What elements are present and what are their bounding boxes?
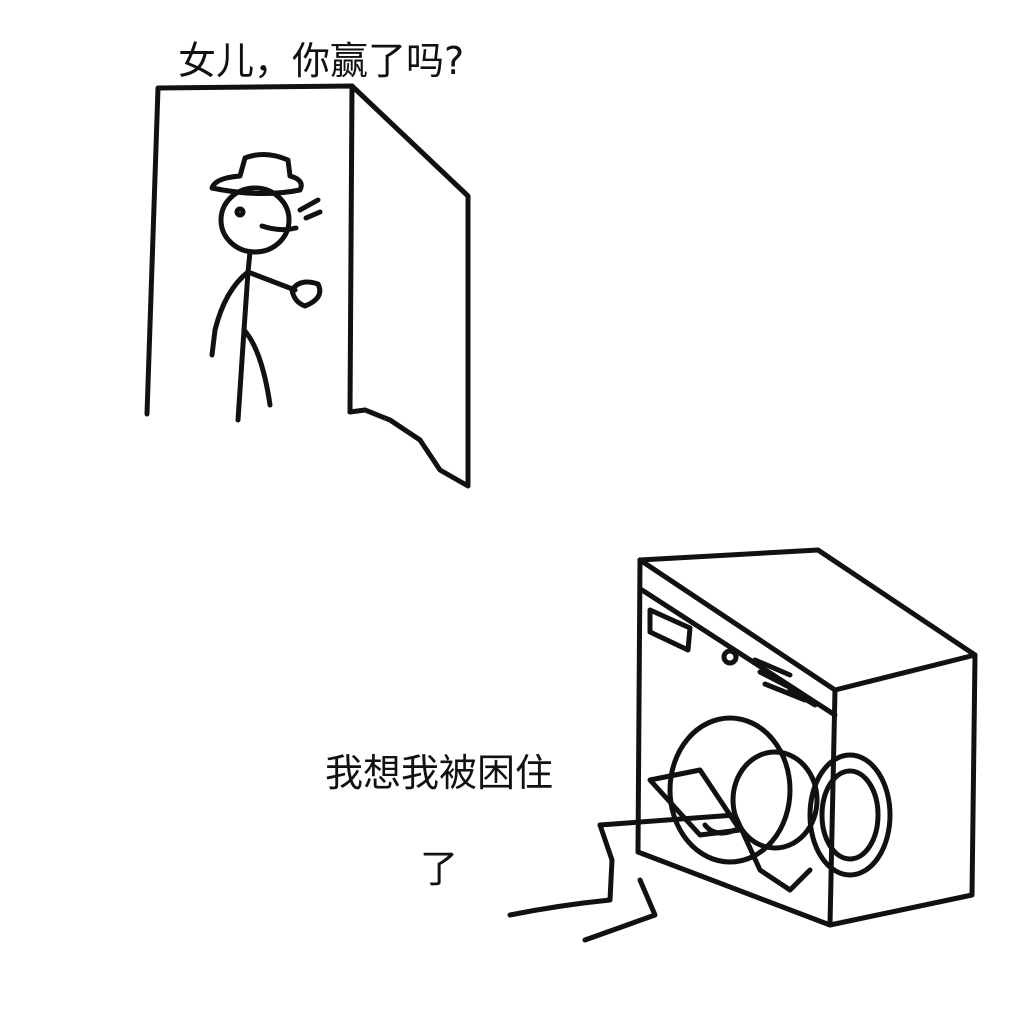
washing-machine-illustration xyxy=(507,547,978,943)
door-illustration xyxy=(144,83,471,489)
caption-stuck-line1: 我想我被困住 xyxy=(325,751,554,795)
caption-stuck-line2: 了 xyxy=(420,847,459,891)
father-stick-figure xyxy=(209,152,323,423)
caption-father-question: 女儿，你赢了吗? xyxy=(178,39,465,83)
